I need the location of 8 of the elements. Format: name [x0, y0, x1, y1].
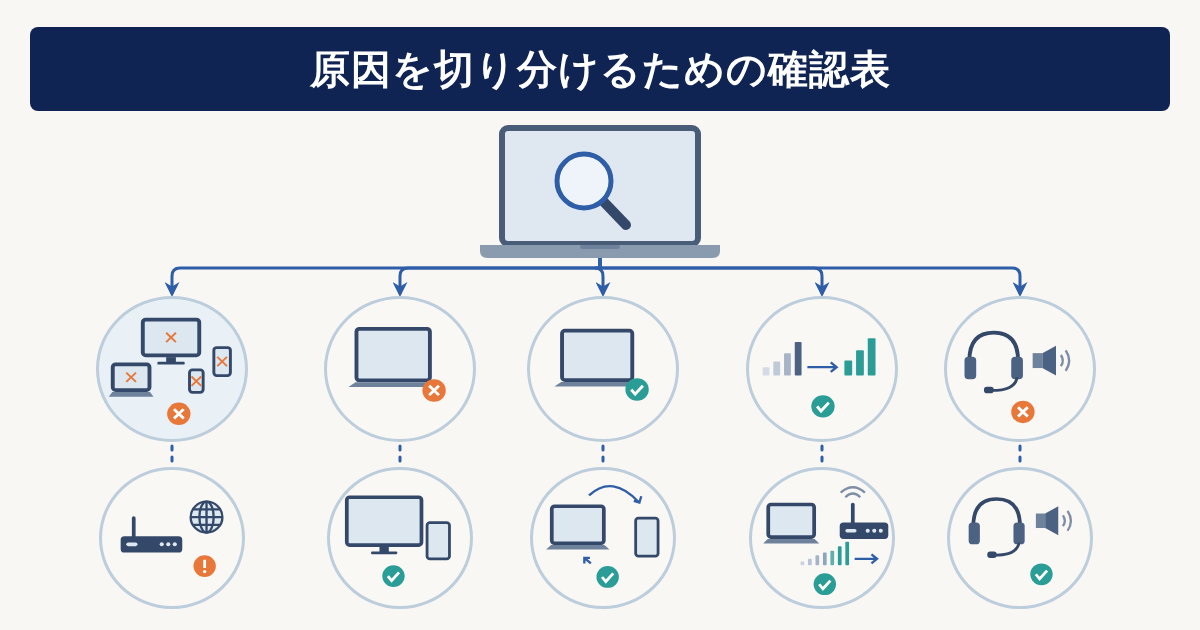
- dotted-connector: [820, 444, 824, 465]
- dotted-connector: [398, 444, 402, 465]
- title: 原因を切り分けるための確認表: [309, 46, 891, 93]
- dotted-connector: [1018, 444, 1022, 465]
- laptop-magnifier-drawing: [480, 125, 720, 258]
- arrow: [598, 258, 1028, 297]
- dotted-connector: [601, 444, 605, 465]
- dotted-connector: [170, 444, 174, 465]
